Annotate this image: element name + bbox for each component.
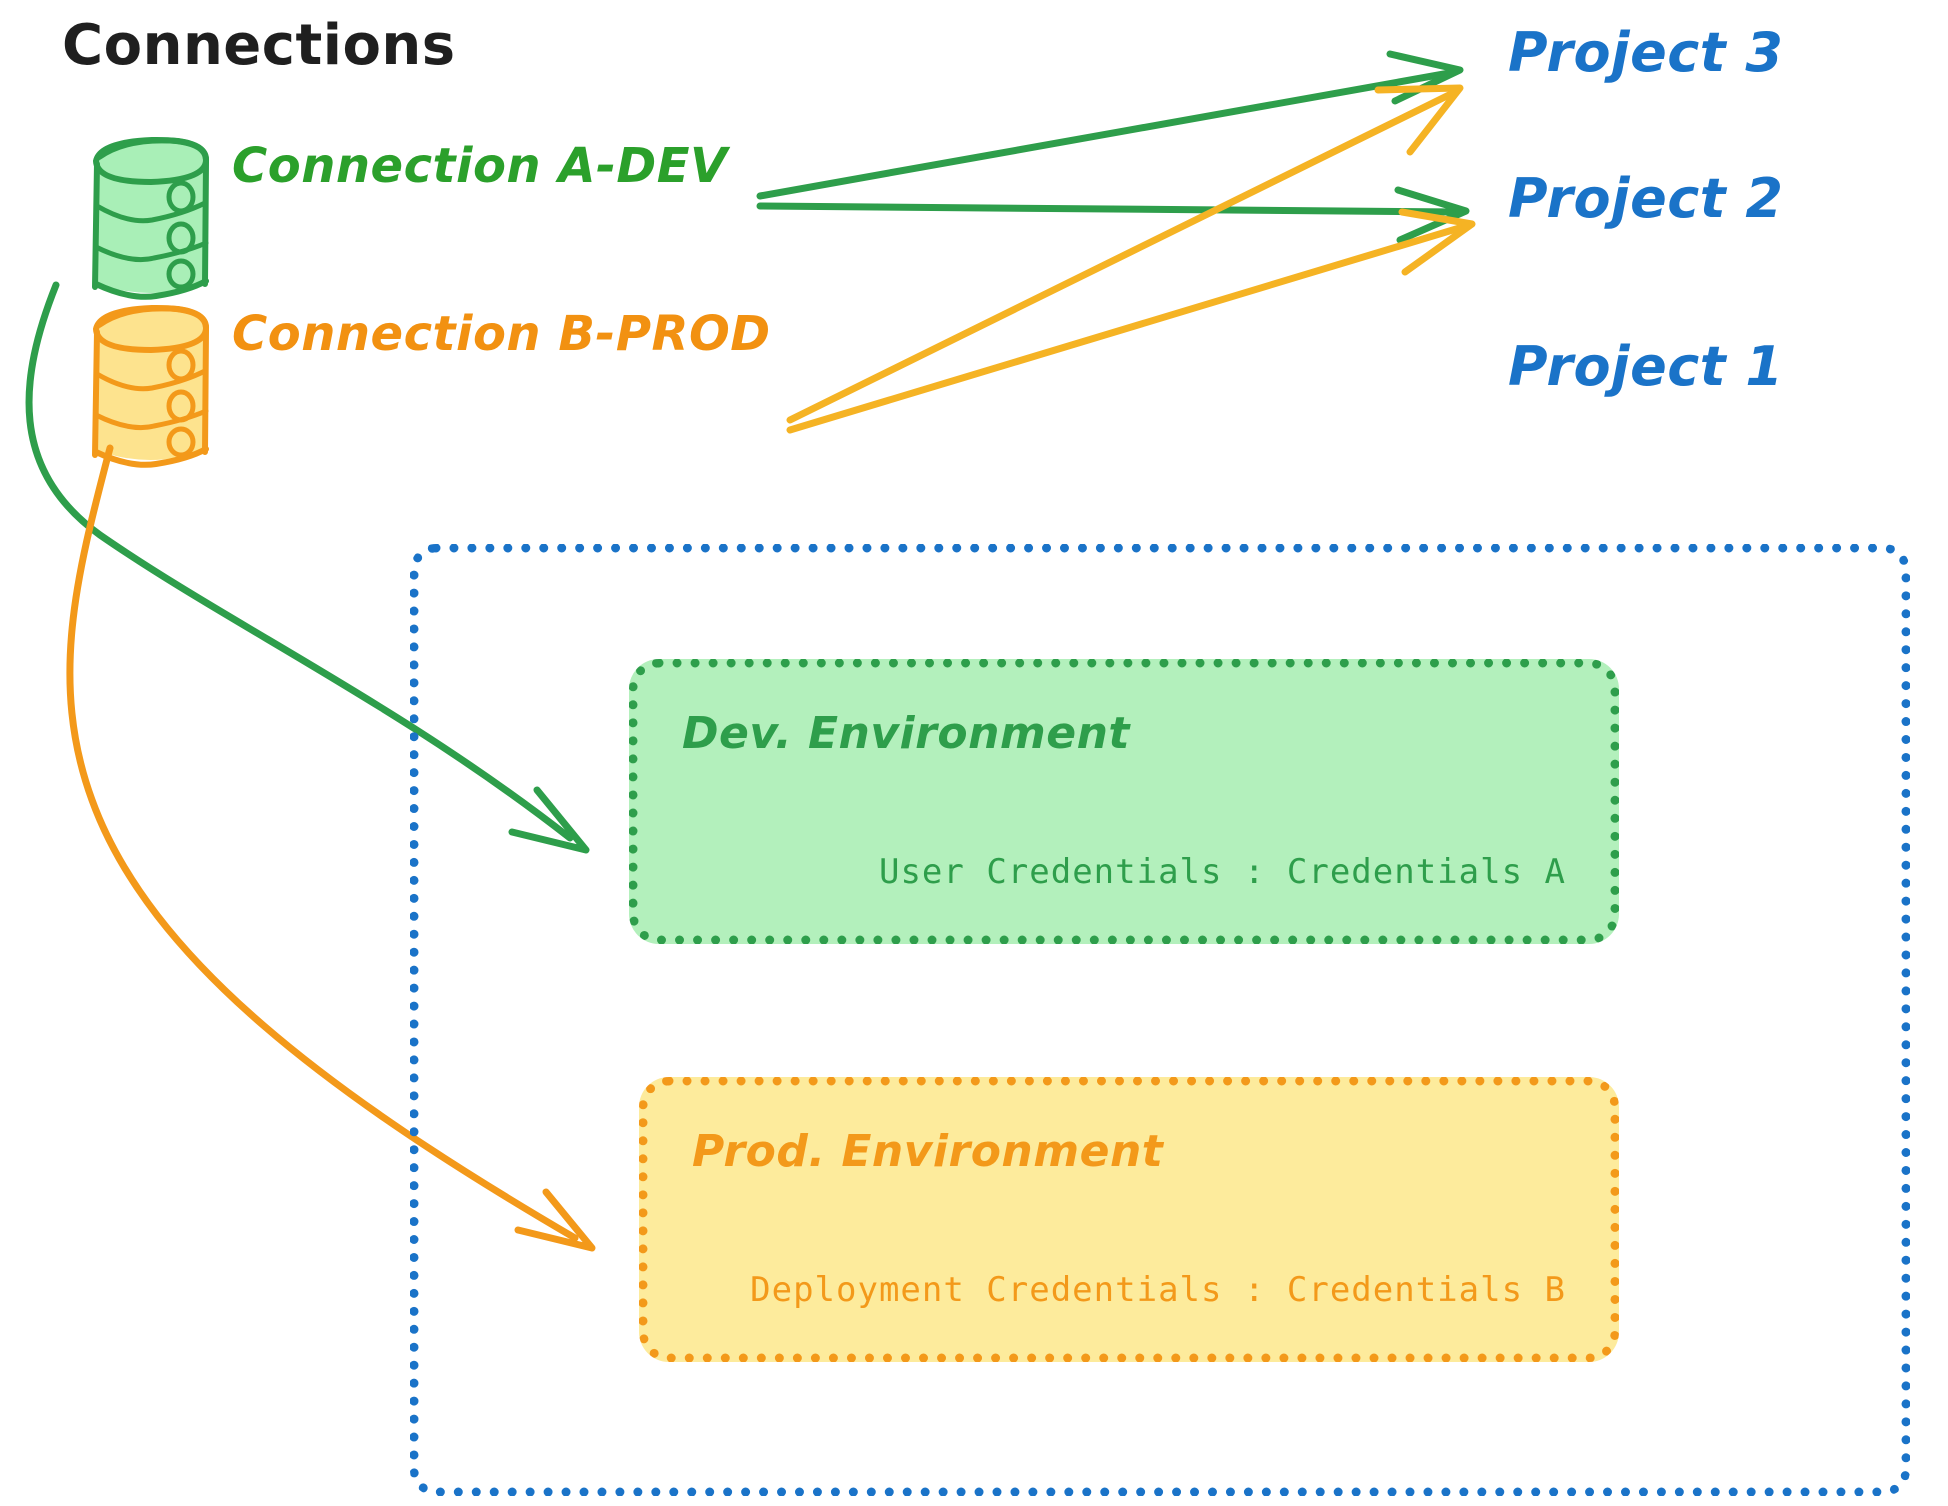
project-1-container: Dev. Environment User Credentials : Cred… xyxy=(410,544,1910,1496)
connection-b-prod-label: Connection B-PROD xyxy=(232,306,771,362)
dev-environment-title: Dev. Environment xyxy=(682,708,1130,759)
edge-b-prod-to-project-3 xyxy=(786,84,1464,424)
prod-environment-box: Prod. Environment Deployment Credentials… xyxy=(639,1077,1619,1362)
project-2-label: Project 2 xyxy=(1508,167,1784,230)
prod-environment-credentials: Deployment Credentials : Credentials B xyxy=(750,1270,1566,1310)
edge-b-prod-to-prod-environment xyxy=(66,444,596,1252)
edge-a-dev-to-project-2 xyxy=(756,186,1470,244)
database-icon-connection-b-prod xyxy=(92,304,209,468)
dev-environment-box: Dev. Environment User Credentials : Cred… xyxy=(629,659,1619,944)
project-1-label: Project 1 xyxy=(1508,335,1784,398)
edge-a-dev-to-project-3 xyxy=(756,50,1464,200)
edge-a-dev-to-dev-environment xyxy=(25,281,590,854)
page-title: Connections xyxy=(62,13,456,78)
edge-b-prod-to-project-2 xyxy=(786,208,1476,434)
project-3-label: Project 3 xyxy=(1508,21,1784,84)
dev-environment-credentials: User Credentials : Credentials A xyxy=(878,852,1566,892)
connection-a-dev-label: Connection A-DEV xyxy=(232,138,728,194)
database-icon-connection-a-dev xyxy=(92,136,209,300)
prod-environment-title: Prod. Environment xyxy=(692,1126,1164,1177)
